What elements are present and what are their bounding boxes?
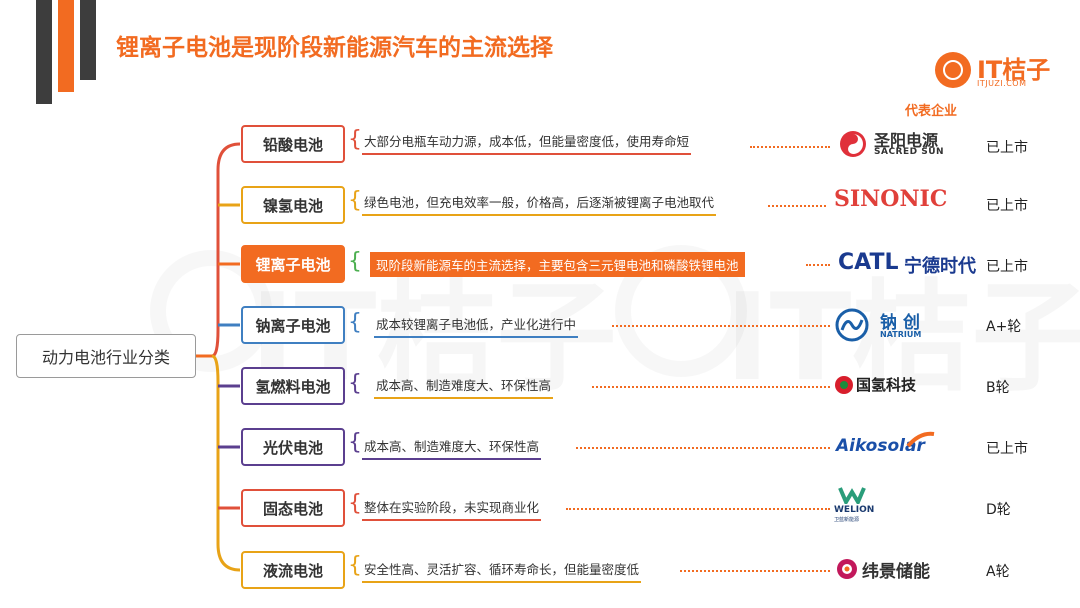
dotted-connector xyxy=(768,205,826,207)
sacred-sun-icon xyxy=(840,131,866,157)
dotted-connector xyxy=(592,386,830,388)
company-name: Aikosolar xyxy=(836,436,925,456)
category-node-solid-state: 固态电池 xyxy=(241,489,345,527)
dotted-connector xyxy=(806,264,830,266)
category-desc-highlight: 现阶段新能源车的主流选择，主要包含三元锂电池和磷酸铁锂电池 xyxy=(370,252,745,277)
status-badge: A+轮 xyxy=(986,319,1022,335)
brace: { xyxy=(348,249,362,274)
dotted-connector xyxy=(566,508,830,510)
category-node-lithium-ion: 锂离子电池 xyxy=(241,245,345,283)
brace: { xyxy=(348,127,362,152)
status-badge: D轮 xyxy=(986,502,1011,518)
status-badge: 已上市 xyxy=(986,441,1028,457)
logo-subtext: ITJUZI.COM xyxy=(977,79,1027,88)
dotted-connector xyxy=(750,146,830,148)
welion-icon xyxy=(838,487,866,504)
category-desc: 成本高、制造难度大、环保性高 xyxy=(374,375,554,399)
natrium-icon xyxy=(835,308,869,342)
company-logo-sinonic: SINONIC xyxy=(834,186,974,220)
category-node-hydrogen-fuel: 氢燃料电池 xyxy=(241,367,345,405)
representative-companies-label: 代表企业 xyxy=(905,104,958,119)
company-name: 国氢科技 xyxy=(856,376,917,394)
status-badge: 已上市 xyxy=(986,259,1028,275)
company-name-cn: 宁德时代 xyxy=(904,256,976,277)
weijing-icon xyxy=(837,559,857,579)
header-bar-orange xyxy=(58,0,74,92)
company-name: SINONIC xyxy=(834,186,948,212)
brace: { xyxy=(348,553,362,578)
sun-arc-icon xyxy=(906,431,935,448)
category-node-lead-acid: 铅酸电池 xyxy=(241,125,345,163)
status-badge: B轮 xyxy=(986,380,1010,396)
category-node-sodium-ion: 钠离子电池 xyxy=(241,306,345,344)
dotted-connector xyxy=(576,447,830,449)
company-logo-guoqing: 国氢科技 xyxy=(834,372,974,406)
status-badge: 已上市 xyxy=(986,198,1028,214)
category-node-flow: 液流电池 xyxy=(241,551,345,589)
company-logo-weijing: 纬景储能 xyxy=(834,556,974,590)
category-desc: 整体在实验阶段，未实现商业化 xyxy=(362,497,542,521)
root-node: 动力电池行业分类 xyxy=(16,334,196,378)
brace: { xyxy=(348,188,362,213)
company-name: 圣阳电源 xyxy=(874,131,939,150)
category-node-nimh: 镍氢电池 xyxy=(241,186,345,224)
category-node-photovoltaic: 光伏电池 xyxy=(241,428,345,466)
company-name: WELION xyxy=(834,505,875,515)
logo-text: IT桔子 xyxy=(977,56,1051,84)
category-desc: 安全性高、灵活扩容、循环寿命长，但能量密度低 xyxy=(362,559,642,583)
status-badge: 已上市 xyxy=(986,140,1028,156)
brace: { xyxy=(348,371,362,396)
company-name-cn: 卫蓝新能源 xyxy=(834,517,860,523)
page-title: 锂离子电池是现阶段新能源汽车的主流选择 xyxy=(116,35,553,61)
category-desc: 绿色电池，但充电效率一般，价格高，后逐渐被锂离子电池取代 xyxy=(362,192,717,216)
company-logo-sacred-sun: 圣阳电源 SACRED SUN xyxy=(834,127,974,161)
header-bar-gray xyxy=(80,0,96,80)
company-name-en: SACRED SUN xyxy=(874,147,945,157)
company-name: 纬景储能 xyxy=(862,562,930,582)
company-name-en: NATRIUM xyxy=(880,330,922,339)
company-name: 钠创 xyxy=(880,313,926,333)
itjuzi-logo: IT桔子 ITJUZI.COM xyxy=(935,48,1055,92)
company-logo-natrium: 钠创 NATRIUM xyxy=(834,308,974,342)
status-badge: A轮 xyxy=(986,564,1010,580)
guoqing-icon xyxy=(835,376,853,394)
company-name-catl: CATL xyxy=(838,250,899,275)
dotted-connector xyxy=(680,570,830,572)
company-logo-catl: CATL 宁德时代 xyxy=(834,250,976,284)
brace: { xyxy=(348,310,362,335)
dotted-connector xyxy=(612,325,830,327)
brace: { xyxy=(348,491,362,516)
category-desc: 大部分电瓶车动力源，成本低，但能量密度低，使用寿命短 xyxy=(362,131,692,155)
header-bar-dark xyxy=(36,0,52,104)
category-desc: 成本高、制造难度大、环保性高 xyxy=(362,436,542,460)
company-logo-aikosolar: Aikosolar xyxy=(834,430,974,464)
category-desc: 成本较锂离子电池低，产业化进行中 xyxy=(374,314,579,338)
orange-logo-icon xyxy=(935,52,971,88)
company-logo-welion: WELION 卫蓝新能源 xyxy=(834,486,974,523)
brace: { xyxy=(348,430,362,455)
